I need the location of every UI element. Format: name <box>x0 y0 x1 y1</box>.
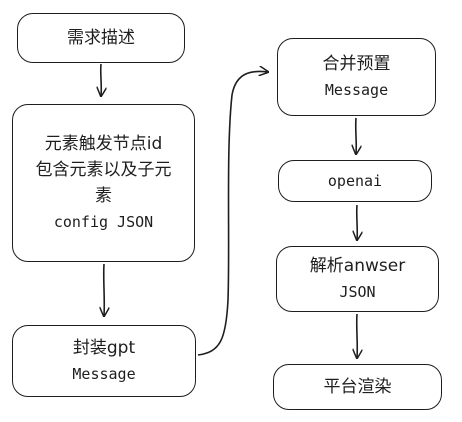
node-code-label: Message <box>324 81 389 99</box>
node-label: 封装gpt <box>72 338 136 358</box>
node-label: 合并预置 <box>322 54 391 74</box>
node-wrap-gpt: 封装gpt Message <box>12 325 196 397</box>
arrow-parse-answer-to-platform-render <box>357 313 358 358</box>
node-label: 解析anwser <box>309 256 406 276</box>
node-requirement: 需求描述 <box>17 13 185 63</box>
node-code-label: config JSON <box>53 213 154 231</box>
node-label: 元素触发节点id <box>44 134 163 154</box>
node-element-info: 元素触发节点id 包含元素以及子元 素 config JSON <box>12 104 195 262</box>
arrow-wrap-gpt-to-merge-preset <box>197 71 268 356</box>
node-code-label: openai <box>327 172 383 190</box>
arrow-requirement-to-element-info <box>101 63 102 96</box>
node-label: 素 <box>95 186 112 206</box>
node-parse-answer: 解析anwser JSON <box>276 246 439 312</box>
arrow-element-info-to-wrap-gpt <box>104 263 105 316</box>
node-platform-render: 平台渲染 <box>273 364 442 410</box>
node-openai: openai <box>278 160 432 202</box>
node-label: 需求描述 <box>67 28 135 48</box>
node-merge-preset: 合并预置 Message <box>277 38 436 116</box>
node-label: 包含元素以及子元 <box>35 160 172 180</box>
arrow-openai-to-parse-answer <box>357 204 358 240</box>
arrow-merge-preset-to-openai <box>356 117 357 154</box>
node-code-label: JSON <box>339 283 376 301</box>
node-label: 平台渲染 <box>323 377 392 397</box>
node-code-label: Message <box>72 365 136 383</box>
